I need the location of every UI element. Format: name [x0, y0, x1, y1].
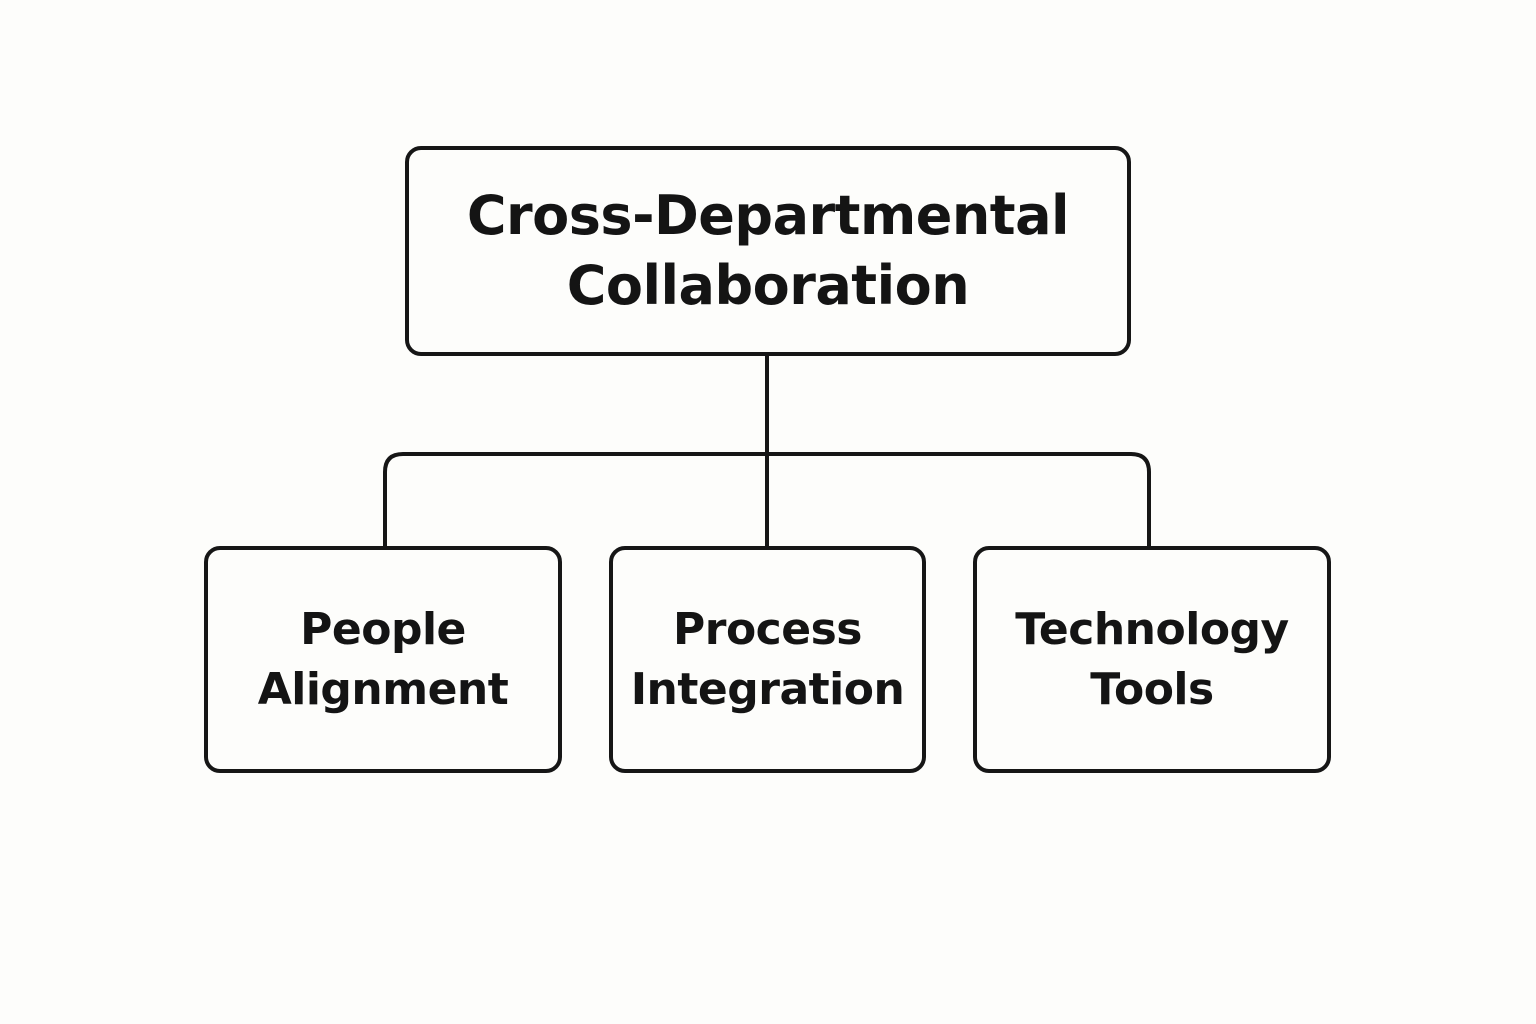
- child-node-technology-tools: Technology Tools: [973, 546, 1331, 773]
- connector-branch-bar: [383, 452, 1151, 546]
- child-node-people-alignment: People Alignment: [204, 546, 562, 773]
- root-node-cross-departmental-collaboration: Cross-Departmental Collaboration: [405, 146, 1131, 356]
- child-node-process-integration: Process Integration: [609, 546, 926, 773]
